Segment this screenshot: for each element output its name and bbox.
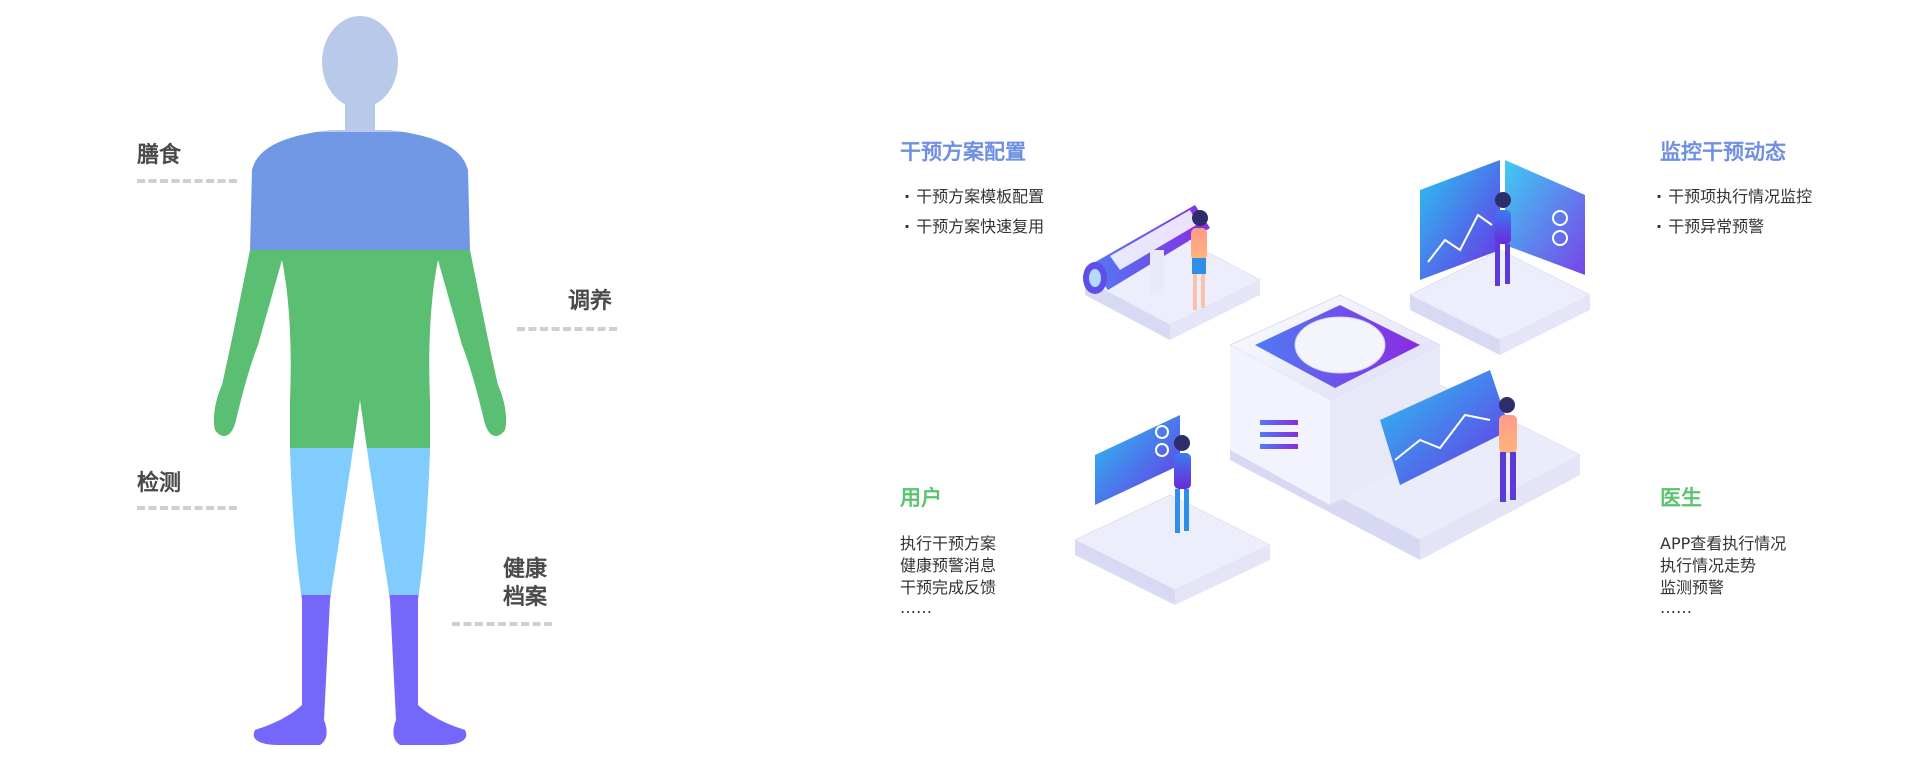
- plan-config-item-1: 干预方案模板配置: [904, 182, 1044, 212]
- section-title-plan-config: 干预方案配置: [900, 140, 1026, 164]
- platform-bottom-left: [1073, 415, 1272, 605]
- chart-screen-icon: [1380, 370, 1510, 485]
- section-title-monitor: 监控干预动态: [1660, 140, 1786, 164]
- dash-detection: [137, 506, 237, 510]
- doctor-item-4: ……: [1660, 598, 1692, 617]
- person-chart: [1499, 397, 1517, 502]
- label-conditioning: 调养: [568, 289, 613, 314]
- person-telescope: [1191, 210, 1208, 310]
- person-monitor: [1495, 192, 1511, 286]
- user-item-3: 干预完成反馈: [900, 578, 997, 597]
- label-diet: 膳食: [137, 143, 182, 168]
- section-title-user: 用户: [900, 486, 942, 510]
- label-health-record-line2: 档案: [503, 585, 548, 610]
- plan-config-item-2: 干预方案快速复用: [904, 212, 1044, 242]
- person-user: [1174, 435, 1191, 533]
- doctor-item-1: APP查看执行情况: [1660, 534, 1787, 553]
- dash-conditioning: [517, 327, 617, 331]
- central-machine: [1228, 294, 1582, 560]
- user-item-2: 健康预警消息: [900, 556, 997, 575]
- platform-top-right: [1408, 160, 1592, 355]
- monitor-screen-icon: [1420, 160, 1585, 280]
- telescope-icon: [1083, 205, 1210, 295]
- platform-top-left: [1083, 205, 1262, 340]
- label-detection: 检测: [137, 471, 182, 496]
- monitor-item-1: 干预项执行情况监控: [1656, 182, 1812, 212]
- label-health-record: 健康 档案: [503, 556, 547, 612]
- monitor-item-2: 干预异常预警: [1656, 212, 1764, 242]
- dash-diet: [137, 179, 237, 183]
- doctor-item-3: 监测预警: [1660, 578, 1725, 597]
- doctor-item-2: 执行情况走势: [1660, 556, 1757, 575]
- curved-screen-icon: [1095, 415, 1180, 505]
- user-item-1: 执行干预方案: [900, 534, 997, 553]
- user-item-4: ……: [900, 598, 932, 617]
- label-health-record-line1: 健康: [503, 557, 548, 582]
- dash-health-record: [452, 622, 552, 626]
- section-title-doctor: 医生: [1660, 486, 1702, 510]
